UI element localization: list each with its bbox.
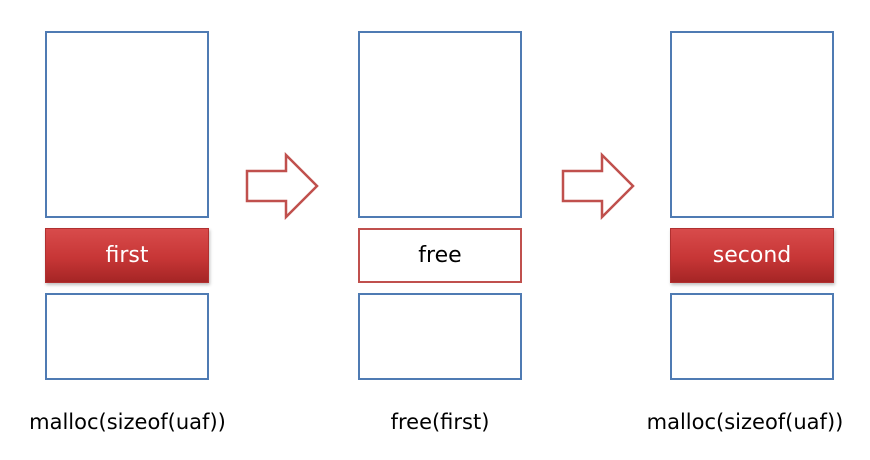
heap-block-top (670, 31, 834, 218)
heap-block-bottom (358, 293, 522, 380)
heap-block-bottom (670, 293, 834, 380)
chunk-first: first (45, 228, 209, 283)
right-arrow-icon (561, 152, 635, 220)
stage-caption: malloc(sizeof(uaf)) (646, 410, 844, 434)
heap-block-top (45, 31, 209, 218)
stage-caption: free(first) (390, 410, 490, 434)
heap-block-bottom (45, 293, 209, 380)
stage-caption: malloc(sizeof(uaf)) (29, 410, 226, 434)
chunk-second: second (670, 228, 834, 283)
chunk-free: free (358, 228, 522, 283)
right-arrow-icon (245, 152, 319, 220)
heap-block-top (358, 31, 522, 218)
